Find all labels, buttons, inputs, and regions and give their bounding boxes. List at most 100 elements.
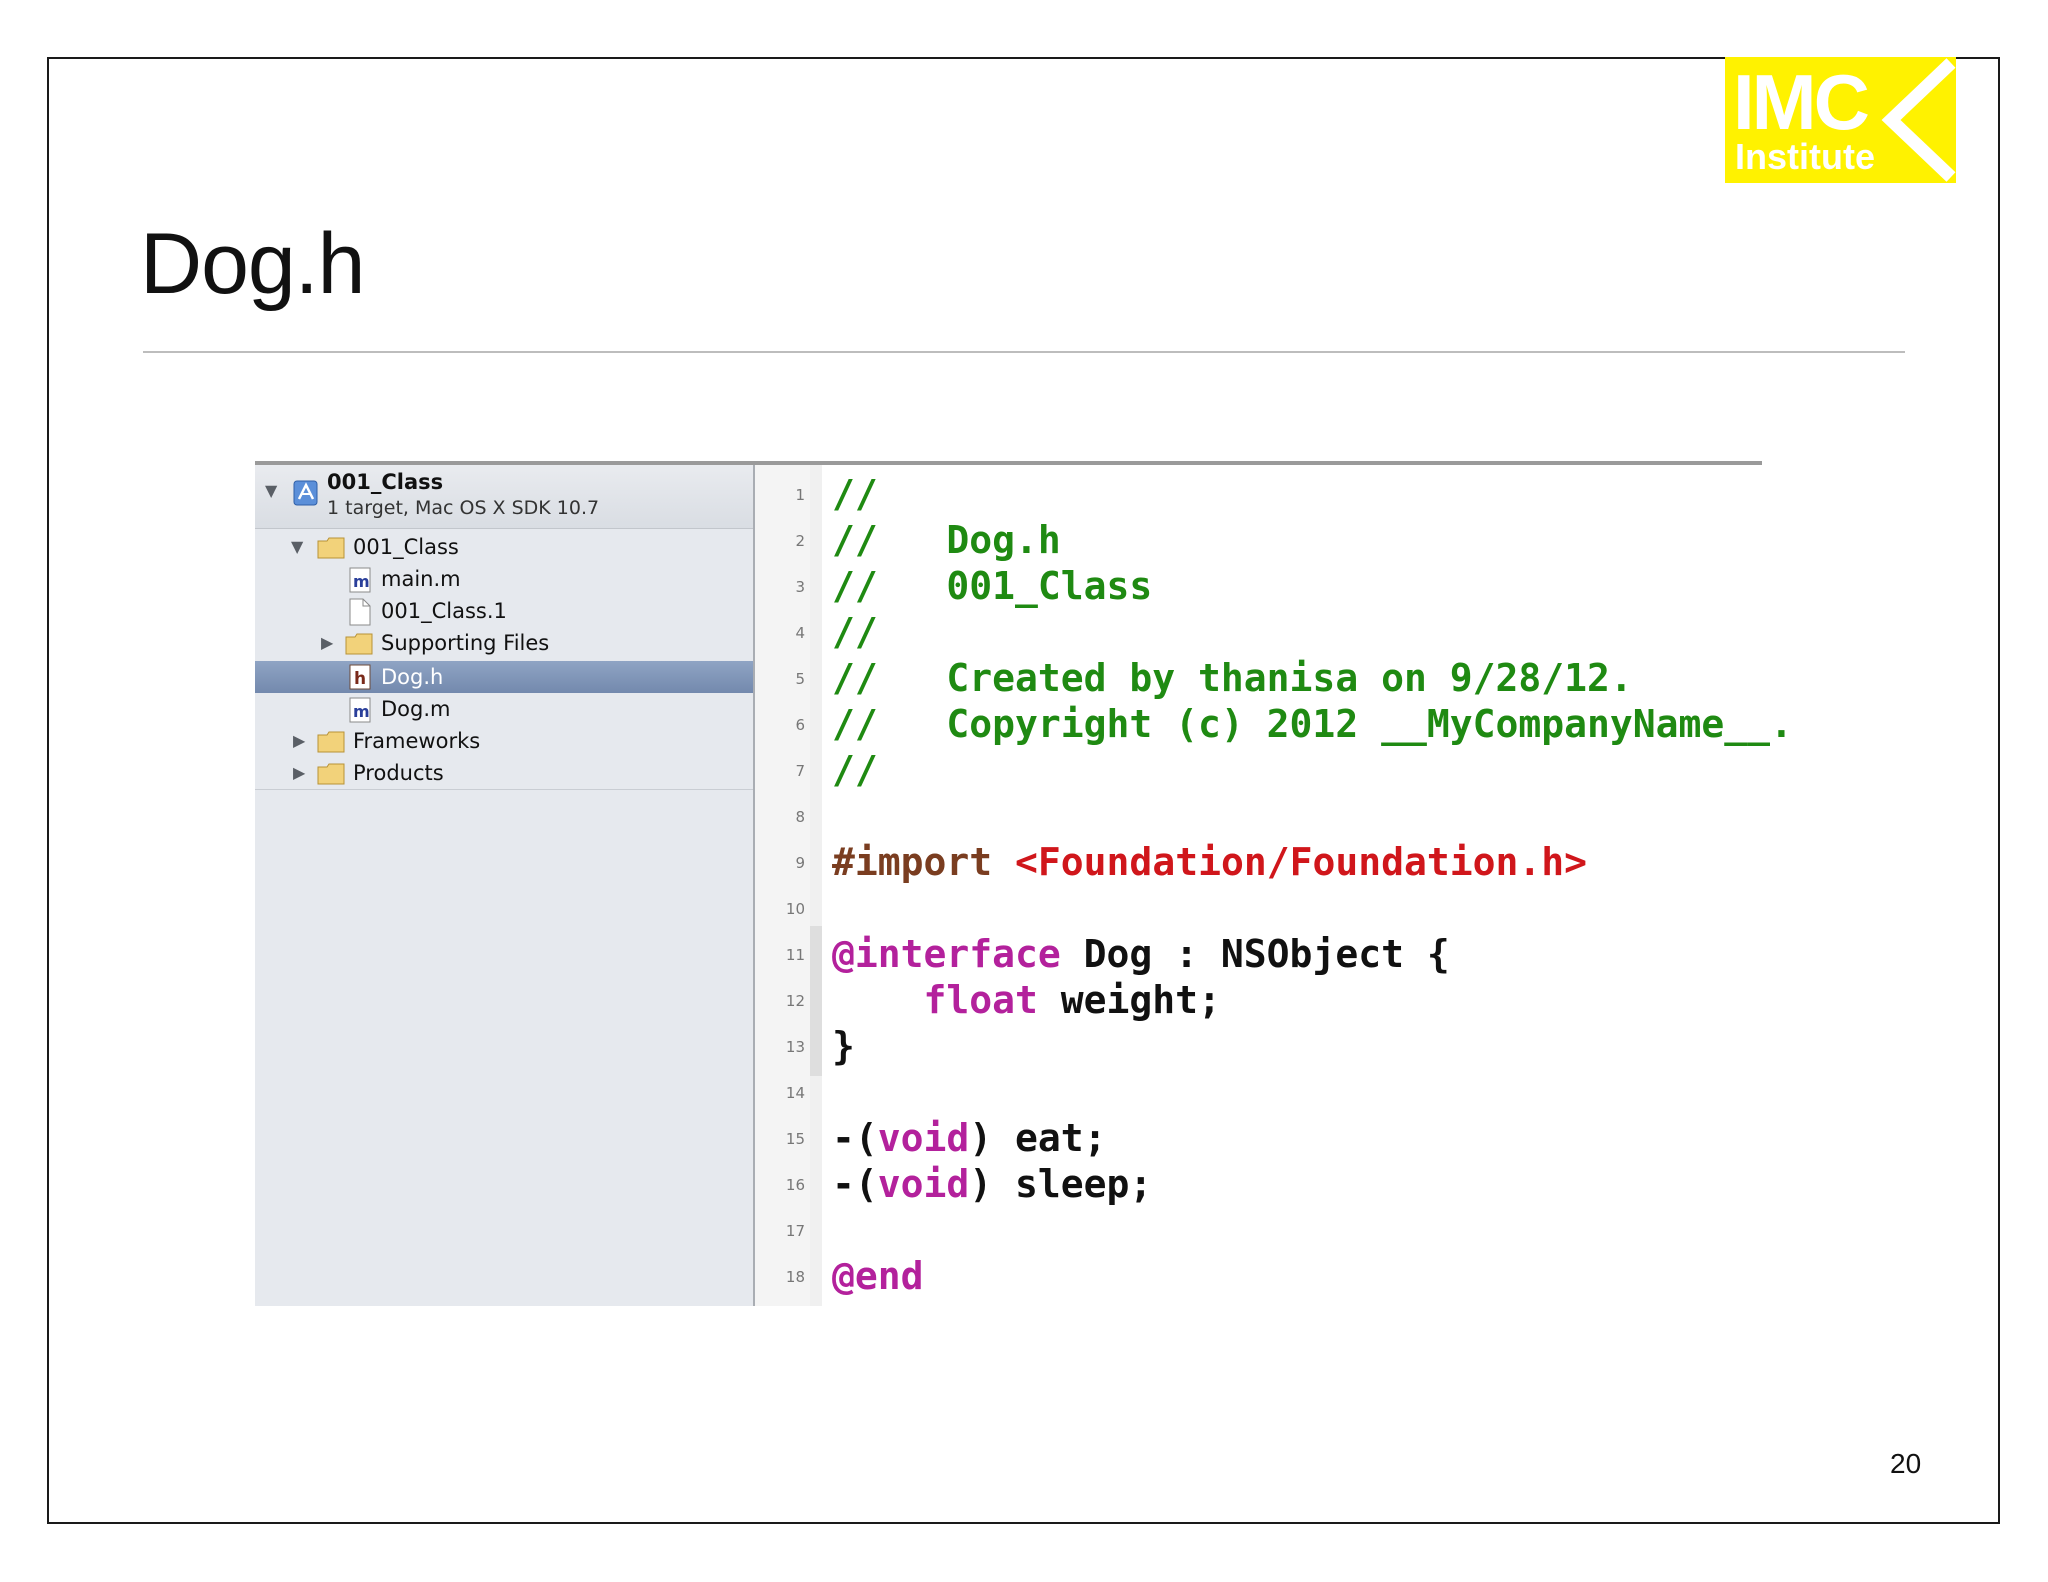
keyword: @end (832, 1254, 924, 1298)
nav-item-dog-m[interactable]: m Dog.m (255, 693, 753, 725)
project-navigator: ▼ 001_Class 1 target, Mac OS X SDK 10.7 … (255, 465, 755, 1306)
code-text: ) sleep; (969, 1162, 1153, 1206)
slide-title: Dog.h (140, 216, 365, 312)
logo-institute-text: Institute (1735, 136, 1875, 177)
disclosure-triangle-collapsed-icon[interactable]: ▶ (293, 763, 306, 782)
keyword: float (923, 978, 1038, 1022)
line-number: 10 (785, 900, 805, 918)
nav-item-label: main.m (381, 567, 461, 591)
comment-text: // (832, 610, 878, 654)
line-number: 7 (795, 762, 805, 780)
folder-icon (317, 763, 345, 785)
nav-item-main-m[interactable]: m main.m (255, 563, 753, 595)
line-number: 3 (795, 578, 805, 596)
keyword: @interface (832, 932, 1061, 976)
nav-item-supporting-files[interactable]: ▶ Supporting Files (255, 627, 753, 659)
code-text: weight; (1037, 978, 1221, 1022)
nav-item-label: 001_Class.1 (381, 599, 507, 623)
folder-icon (317, 731, 345, 753)
code-text: -( (832, 1116, 878, 1160)
code-line-1[interactable]: // (832, 471, 878, 517)
comment-text: // Copyright (c) 2012 __MyCompanyName__. (832, 702, 1793, 746)
code-text: -( (832, 1162, 878, 1206)
line-number-gutter (755, 465, 811, 1306)
code-text: } (832, 1024, 855, 1068)
nav-item-label: Products (353, 761, 444, 785)
svg-text:m: m (353, 572, 370, 591)
svg-text:m: m (353, 702, 370, 721)
nav-item-label: 001_Class (353, 535, 459, 559)
disclosure-triangle-expanded-icon[interactable]: ▼ (265, 481, 278, 500)
line-number: 6 (795, 716, 805, 734)
title-divider (143, 351, 1905, 353)
nav-item-frameworks[interactable]: ▶ Frameworks (255, 725, 753, 757)
page-number: 20 (1890, 1448, 1922, 1479)
code-line-9[interactable]: #import <Foundation/Foundation.h> (832, 839, 1587, 885)
comment-text: // 001_Class (832, 564, 1153, 608)
nav-item-products[interactable]: ▶ Products (255, 757, 753, 789)
logo-chevron-icon (1881, 58, 1956, 182)
code-text: ) eat; (969, 1116, 1107, 1160)
project-row[interactable]: ▼ 001_Class 1 target, Mac OS X SDK 10.7 (255, 465, 753, 529)
m-file-icon: m (349, 697, 371, 723)
project-name: 001_Class (327, 470, 444, 494)
xcode-screenshot: ▼ 001_Class 1 target, Mac OS X SDK 10.7 … (255, 461, 1793, 1306)
code-line-2[interactable]: // Dog.h (832, 517, 1061, 563)
code-line-12[interactable]: float weight; (832, 977, 1221, 1023)
disclosure-triangle-collapsed-icon[interactable]: ▶ (293, 731, 306, 750)
comment-text: // (832, 748, 878, 792)
code-folding-ribbon[interactable] (810, 465, 822, 1306)
nav-item-label: Dog.h (381, 665, 444, 689)
imc-institute-logo: IMC Institute (1725, 57, 1956, 183)
code-text: Dog : NSObject { (1060, 932, 1450, 976)
nav-item-001-class-group[interactable]: ▼ 001_Class (255, 531, 753, 563)
line-number: 16 (785, 1176, 805, 1194)
logo-imc-text: IMC (1733, 58, 1870, 146)
code-line-11[interactable]: @interface Dog : NSObject { (832, 931, 1450, 977)
code-line-7[interactable]: // (832, 747, 878, 793)
line-number: 11 (785, 946, 805, 964)
folder-icon (317, 537, 345, 559)
line-number: 14 (785, 1084, 805, 1102)
code-line-18[interactable]: @end (832, 1253, 924, 1299)
code-line-3[interactable]: // 001_Class (832, 563, 1152, 609)
import-path: <Foundation/Foundation.h> (1015, 840, 1587, 884)
code-line-15[interactable]: -(void) eat; (832, 1115, 1107, 1161)
nav-item-label: Dog.m (381, 697, 451, 721)
comment-text: // Created by thanisa on 9/28/12. (832, 656, 1633, 700)
navigator-divider (255, 789, 753, 790)
import-directive: #import (832, 840, 993, 884)
line-number: 9 (795, 854, 805, 872)
folder-icon (345, 633, 373, 655)
nav-item-label: Supporting Files (381, 631, 550, 655)
line-number: 12 (785, 992, 805, 1010)
nav-item-dog-h-selected[interactable]: h Dog.h (255, 661, 753, 693)
disclosure-triangle-expanded-icon[interactable]: ▼ (291, 537, 304, 556)
nav-item-label: Frameworks (353, 729, 481, 753)
nav-item-001-class-1[interactable]: 001_Class.1 (255, 595, 753, 627)
comment-text: // (832, 472, 878, 516)
m-file-icon: m (349, 567, 371, 593)
slide-frame (47, 57, 2000, 1524)
line-number: 17 (785, 1222, 805, 1240)
code-folding-highlight (810, 926, 822, 1076)
svg-text:h: h (354, 669, 366, 689)
code-line-6[interactable]: // Copyright (c) 2012 __MyCompanyName__. (832, 701, 1793, 747)
code-line-4[interactable]: // (832, 609, 878, 655)
disclosure-triangle-collapsed-icon[interactable]: ▶ (321, 633, 334, 652)
line-number: 13 (785, 1038, 805, 1056)
line-number: 15 (785, 1130, 805, 1148)
h-file-icon: h (349, 664, 371, 690)
editor-top-border (255, 461, 1762, 465)
comment-text: // Dog.h (832, 518, 1061, 562)
line-number: 8 (795, 808, 805, 826)
line-number: 18 (785, 1268, 805, 1286)
keyword: void (877, 1116, 970, 1160)
line-number: 1 (795, 486, 805, 504)
code-line-16[interactable]: -(void) sleep; (832, 1161, 1152, 1207)
code-line-13[interactable]: } (832, 1023, 855, 1069)
line-number: 5 (795, 670, 805, 688)
line-number: 4 (795, 624, 805, 642)
code-line-5[interactable]: // Created by thanisa on 9/28/12. (832, 655, 1633, 701)
line-number: 2 (795, 532, 805, 550)
